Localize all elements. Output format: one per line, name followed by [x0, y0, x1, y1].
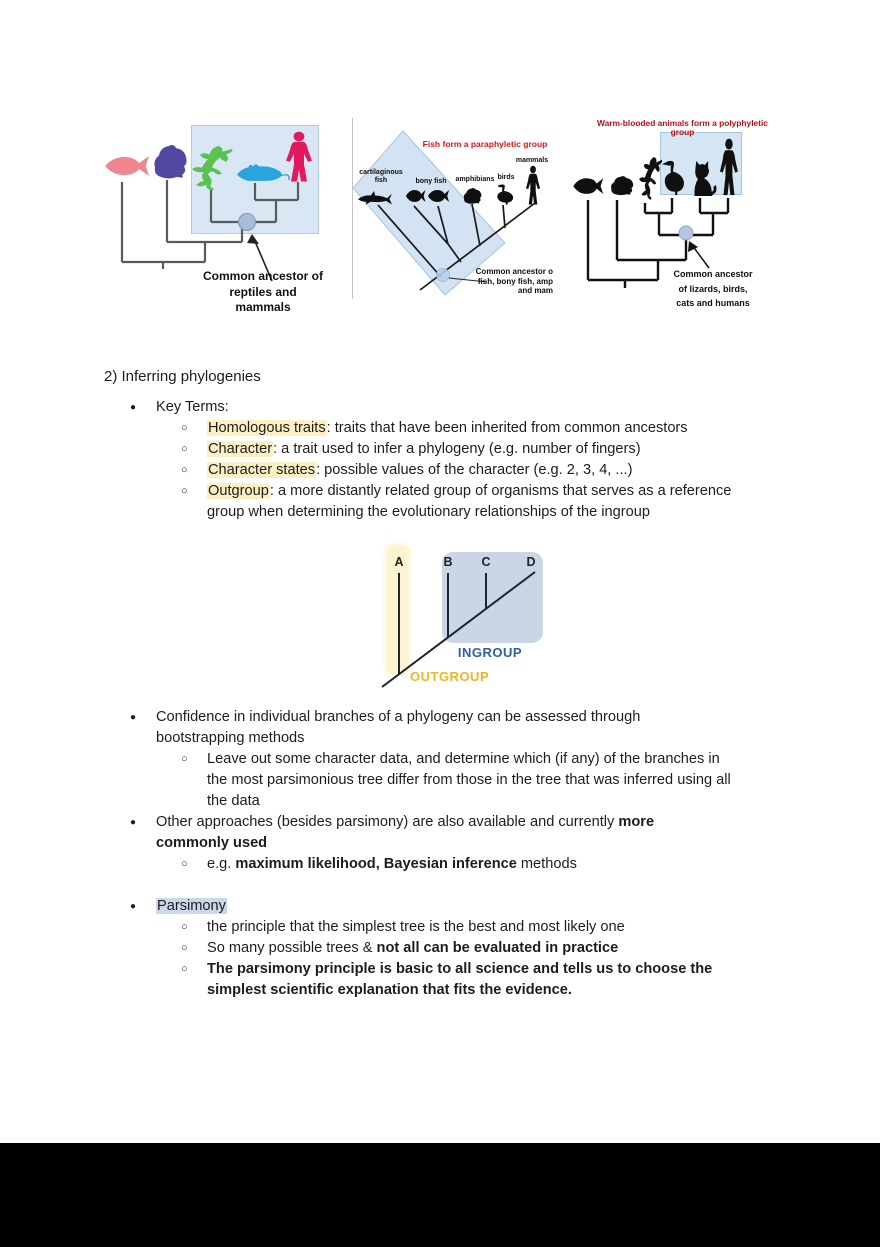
bullet-icon: ○	[181, 753, 188, 765]
bullet-icon: ○	[181, 443, 188, 455]
list-item: ○ e.g. maximum likelihood, Bayesian infe…	[104, 854, 810, 875]
parsimony-block: ● Parsimony ○ the principle that the sim…	[104, 896, 810, 1001]
figure-warmblooded-polyphyletic: Warm-blooded animals form a polyphyletic…	[565, 115, 790, 310]
bottom-black-bar	[0, 1143, 880, 1247]
lizard-silhouette	[639, 157, 663, 200]
bullet-icon: ●	[130, 402, 137, 413]
human-silhouette	[526, 165, 541, 205]
list-item: ● Parsimony	[104, 896, 810, 917]
figure-fish-paraphyletic: Fish form a paraphyletic group cartilagi…	[345, 115, 570, 307]
list-item-continuation: the most parsimonious tree differ from t…	[207, 772, 731, 788]
bony-fish-silhouette	[405, 190, 450, 202]
tip-label-a: A	[394, 555, 404, 569]
taxon-label: bony fish	[415, 178, 447, 185]
human-silhouette	[286, 131, 312, 182]
caption-pointer-line	[448, 277, 488, 283]
tip-label-d: D	[526, 555, 536, 569]
lizard-silhouette	[192, 146, 233, 191]
pointer-arrow	[688, 241, 710, 269]
figure-divider-line	[352, 118, 353, 299]
taxon-label: cartilaginous fish	[359, 169, 403, 184]
outgroup-highlight-band	[388, 547, 407, 673]
tree-branches	[120, 180, 300, 269]
tip-label-b: B	[443, 555, 453, 569]
list-item-text: Key Terms:	[156, 399, 229, 415]
list-item-continuation: commonly used	[156, 835, 268, 851]
bird-silhouette	[497, 184, 514, 205]
bullet-icon: ○	[181, 464, 188, 476]
highlighted-term: Character states	[207, 462, 317, 478]
list-item: ○ Leave out some character data, and det…	[104, 749, 810, 770]
amphibian-silhouette	[463, 187, 482, 204]
common-ancestor-node	[238, 213, 256, 231]
bullet-icon: ●	[130, 817, 137, 828]
highlighted-term: Character	[207, 441, 274, 457]
bullet-icon: ○	[181, 963, 188, 975]
list-item: ● Confidence in individual branches of a…	[104, 707, 810, 728]
tree-branches	[381, 571, 536, 688]
key-terms-block: ● Key Terms: ○ Homologous traits: traits…	[104, 397, 810, 523]
polyphyletic-tree	[573, 138, 738, 288]
bootstrapping-block: ● Confidence in individual branches of a…	[104, 707, 810, 875]
paraphyletic-tree	[352, 130, 541, 296]
highlighted-term: Outgroup	[207, 483, 270, 499]
list-item: ○ Outgroup: a more distantly related gro…	[104, 481, 810, 502]
human-silhouette	[720, 138, 738, 196]
cladogram-tree	[105, 131, 312, 282]
list-item: ○ Character: a trait used to infer a phy…	[104, 439, 810, 460]
fish-silhouette	[573, 178, 604, 194]
figure-ingroup-outgroup: A B C D INGROUP OUTGROUP	[375, 545, 555, 693]
highlighted-term: Parsimony	[156, 898, 227, 914]
taxon-label: birds	[497, 174, 515, 181]
bullet-icon: ○	[181, 422, 188, 434]
bullet-icon: ●	[130, 712, 137, 723]
frog-silhouette	[154, 144, 187, 179]
bullet-icon: ○	[181, 921, 188, 933]
list-item: ○ Homologous traits: traits that have be…	[104, 418, 810, 439]
figure-title: Warm-blooded animals form a polyphyletic…	[597, 118, 768, 137]
list-item-continuation: bootstrapping methods	[156, 730, 305, 746]
bullet-icon: ○	[181, 485, 188, 497]
list-item: ● Other approaches (besides parsimony) a…	[104, 812, 810, 833]
shark-silhouette	[358, 191, 392, 205]
pointer-arrow	[247, 234, 273, 282]
common-ancestor-node	[436, 268, 450, 282]
goose-silhouette	[662, 160, 684, 195]
common-ancestor-node	[678, 225, 694, 241]
figure-title: Fish form a paraphyletic group	[422, 139, 548, 149]
bullet-icon: ○	[181, 942, 188, 954]
figure-caption: Common ancestor of lizards, birds, cats …	[673, 269, 753, 308]
list-item: ○ The parsimony principle is basic to al…	[104, 959, 810, 980]
taxon-label: mammals	[515, 157, 549, 164]
figure-reptiles-mammals-clade: Common ancestor of reptiles and mammals	[95, 118, 325, 323]
list-item-continuation: simplest scientific explanation that fit…	[207, 982, 572, 998]
section-heading: 2) Inferring phylogenies	[104, 368, 261, 385]
bullet-icon: ●	[130, 901, 137, 912]
frog-silhouette	[611, 176, 634, 196]
list-item-continuation: the data	[207, 793, 260, 809]
fish-silhouette	[105, 156, 150, 176]
mouse-silhouette	[237, 164, 290, 181]
ingroup-outgroup-tree	[381, 571, 536, 688]
list-item: ○ Character states: possible values of t…	[104, 460, 810, 481]
tip-label-c: C	[481, 555, 491, 569]
ingroup-highlight-box	[442, 552, 543, 643]
cat-silhouette	[694, 161, 717, 196]
list-item: ● Key Terms:	[104, 397, 810, 418]
list-item: ○ So many possible trees & not all can b…	[104, 938, 810, 959]
list-item: ○ the principle that the simplest tree i…	[104, 917, 810, 938]
figure-caption: Common ancestor of reptiles and mammals	[202, 269, 323, 314]
taxon-label: amphibians	[455, 176, 495, 183]
outgroup-label: OUTGROUP	[410, 669, 490, 684]
highlighted-term: Homologous traits	[207, 420, 327, 436]
ingroup-label: INGROUP	[457, 645, 523, 660]
list-item-continuation: group when determining the evolutionary …	[207, 504, 650, 520]
bullet-icon: ○	[181, 858, 188, 870]
figure-caption: Common ancestor o fish, bony fish, amp a…	[475, 267, 553, 296]
